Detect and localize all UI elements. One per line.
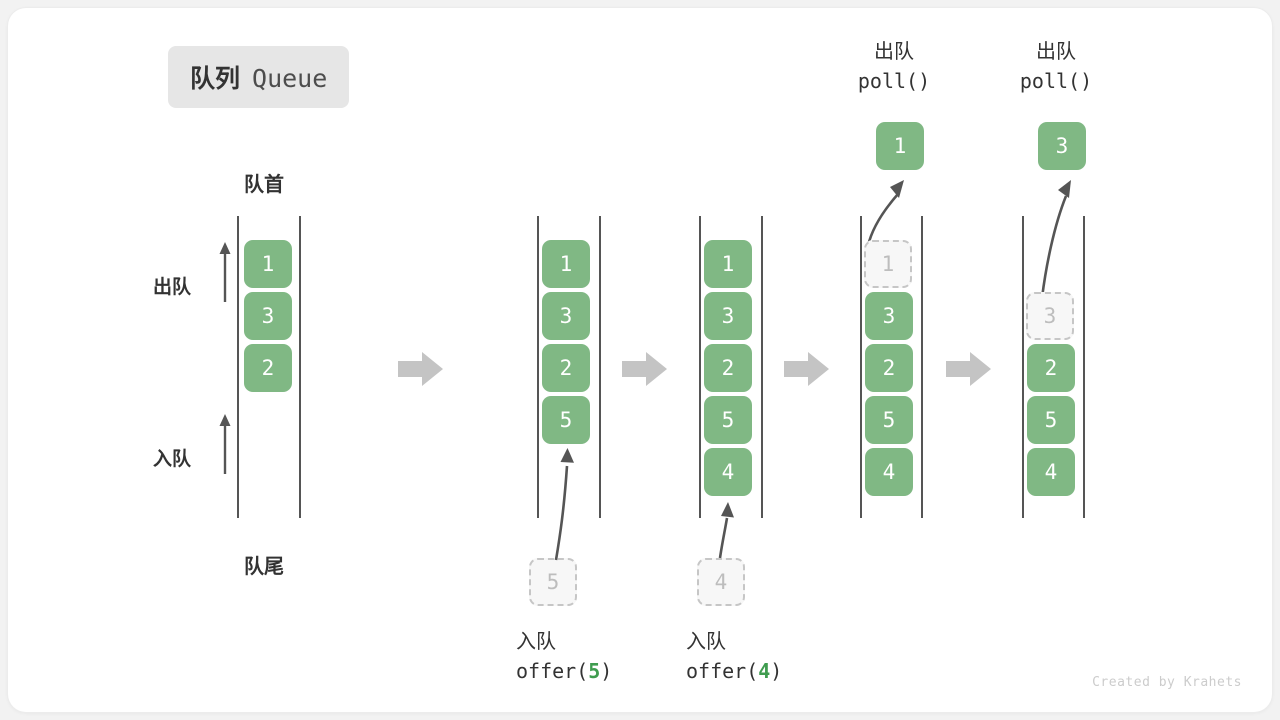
caption-fn-suffix: ) bbox=[770, 659, 783, 683]
title-badge: 队列 Queue bbox=[168, 46, 350, 108]
queue-item: 4 bbox=[1027, 448, 1075, 496]
queue-item: 2 bbox=[704, 344, 752, 392]
caption-fn: poll() bbox=[1019, 69, 1093, 93]
queue-item: 5 bbox=[865, 396, 913, 444]
caption-fn-arg: 4 bbox=[758, 659, 771, 683]
incoming-ghost-box: 5 bbox=[529, 558, 577, 606]
dequeue-up-arrow-icon bbox=[219, 242, 231, 302]
caption-cn: 出队 bbox=[874, 41, 914, 63]
incoming-ghost-box: 4 bbox=[697, 558, 745, 606]
queue-item: 3 bbox=[865, 292, 913, 340]
rail-right-step-initial bbox=[299, 216, 301, 518]
queue-item: 2 bbox=[542, 344, 590, 392]
transition-arrow-icon bbox=[784, 352, 829, 386]
caption-fn: poll() bbox=[857, 69, 931, 93]
dequeue-curved-arrow-icon bbox=[1040, 180, 1071, 299]
queue-item-new: 5 bbox=[542, 396, 590, 444]
caption-offer-4: 入队 offer(4) bbox=[686, 628, 782, 686]
caption-fn-prefix: offer( bbox=[686, 659, 759, 683]
queue-item: 2 bbox=[865, 344, 913, 392]
queue-item: 1 bbox=[244, 240, 292, 288]
caption-cn: 出队 bbox=[1036, 41, 1076, 63]
rail-right-step-offer-5 bbox=[599, 216, 601, 518]
queue-item: 5 bbox=[704, 396, 752, 444]
transition-arrow-icon bbox=[622, 352, 667, 386]
dequeue-side-label: 出队 bbox=[153, 277, 192, 298]
caption-fn-suffix: ) bbox=[600, 659, 613, 683]
queue-head-label: 队首 bbox=[244, 174, 284, 196]
queue-item: 1 bbox=[542, 240, 590, 288]
queue-item: 5 bbox=[1027, 396, 1075, 444]
queue-item-ghost: 1 bbox=[864, 240, 912, 288]
popped-item: 3 bbox=[1038, 122, 1086, 170]
queue-item: 3 bbox=[704, 292, 752, 340]
caption-fn-prefix: offer( bbox=[516, 659, 589, 683]
dequeue-curved-arrow-icon bbox=[866, 180, 904, 247]
rail-left-step-offer-4 bbox=[699, 216, 701, 518]
rail-right-step-poll-3 bbox=[1083, 216, 1085, 518]
caption-cn: 入队 bbox=[686, 631, 726, 653]
title-cn: 队列 bbox=[190, 65, 241, 93]
enqueue-curved-arrow-icon bbox=[554, 448, 574, 561]
caption-fn-arg: 5 bbox=[588, 659, 601, 683]
rail-right-step-poll-1 bbox=[921, 216, 923, 518]
caption-poll-1: 出队 poll() bbox=[834, 38, 954, 96]
credit-text: Created by Krahets bbox=[1092, 675, 1242, 690]
caption-poll-3: 出队 poll() bbox=[996, 38, 1116, 96]
enqueue-up-arrow-icon bbox=[219, 414, 231, 474]
queue-item: 3 bbox=[542, 292, 590, 340]
queue-item: 2 bbox=[244, 344, 292, 392]
queue-tail-label: 队尾 bbox=[244, 556, 284, 578]
transition-arrow-icon bbox=[398, 352, 443, 386]
enqueue-curved-arrow-icon bbox=[718, 502, 734, 559]
queue-item: 4 bbox=[865, 448, 913, 496]
queue-item-ghost: 3 bbox=[1026, 292, 1074, 340]
title-en: Queue bbox=[252, 64, 328, 93]
queue-item: 1 bbox=[704, 240, 752, 288]
queue-item-new: 4 bbox=[704, 448, 752, 496]
caption-offer-5: 入队 offer(5) bbox=[516, 628, 612, 686]
rail-left-step-poll-1 bbox=[860, 216, 862, 518]
rail-left-step-poll-3 bbox=[1022, 216, 1024, 518]
rail-left-step-initial bbox=[237, 216, 239, 518]
transition-arrow-icon bbox=[946, 352, 991, 386]
rail-left-step-offer-5 bbox=[537, 216, 539, 518]
enqueue-side-label: 入队 bbox=[153, 449, 192, 470]
queue-item: 2 bbox=[1027, 344, 1075, 392]
caption-cn: 入队 bbox=[516, 631, 556, 653]
rail-right-step-offer-4 bbox=[761, 216, 763, 518]
diagram-canvas: 队列 Queue 队首 队尾 出队 入队 1 3 2 1 3 2 5 5 入队 … bbox=[8, 8, 1272, 712]
popped-item: 1 bbox=[876, 122, 924, 170]
queue-item: 3 bbox=[244, 292, 292, 340]
